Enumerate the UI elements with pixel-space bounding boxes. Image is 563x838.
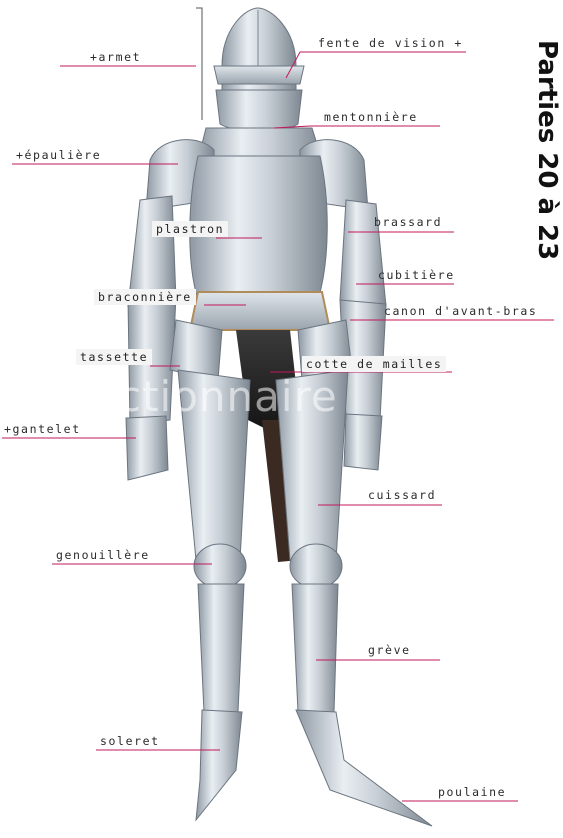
label-brassard: brassard [374, 215, 442, 229]
side-heading-text: Parties 20 à 23 [532, 40, 560, 260]
side-heading: Parties 20 à 23 [520, 40, 560, 290]
label-canon-avant-bras: canon d'avant-bras [384, 304, 537, 318]
armet-bracket [196, 8, 202, 120]
label-tassette: tassette [76, 349, 152, 365]
fauld [190, 292, 330, 330]
label-poulaine: poulaine [438, 785, 506, 799]
label-plastron: plastron [152, 221, 228, 237]
watermark: ctionnaire [118, 372, 338, 421]
label-cotte-de-mailles: cotte de mailles [302, 356, 446, 372]
label-gantelet: +gantelet [4, 422, 81, 436]
leader-fente-de-vision [286, 52, 466, 78]
label-greve: grève [368, 643, 411, 657]
label-genouillere: genouillère [56, 548, 150, 562]
label-cubitiere: cubitière [378, 268, 455, 282]
label-fente-de-vision: fente de vision + [318, 36, 463, 50]
label-armet: +armet [90, 50, 141, 64]
label-soleret: soleret [100, 734, 160, 748]
label-mentonniere: mentonnière [324, 110, 418, 124]
label-epauliere: +épaulière [16, 148, 101, 162]
label-cuissard: cuissard [368, 488, 436, 502]
label-braconniere: braconnière [94, 289, 196, 305]
